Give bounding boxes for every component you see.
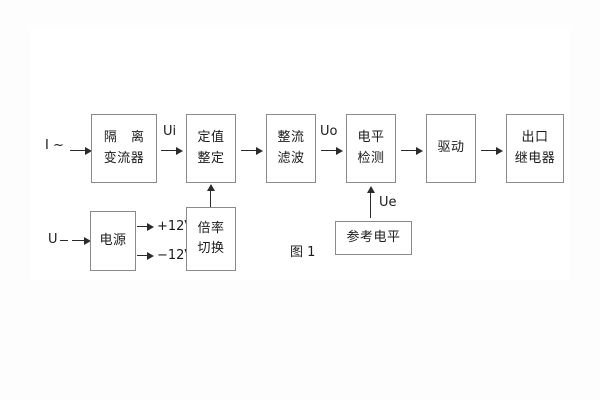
block-output-relay[interactable]: 出口 继电器	[506, 114, 564, 183]
arrow-level-to-driver-icon	[416, 147, 423, 155]
signal-label-rail-positive: +12V	[157, 219, 194, 234]
arrow-rail-negative-icon	[147, 252, 154, 260]
block-reference-level[interactable]: 参考电平	[335, 221, 412, 255]
block-driver[interactable]: 驱动	[426, 114, 476, 183]
connector-reference-to-level-line	[370, 192, 371, 218]
block-rectify-filter-line1: 整流	[277, 130, 305, 146]
block-ratio-switch-line2: 切换	[197, 241, 225, 256]
signal-label-rail-negative: −12V	[157, 248, 194, 263]
block-isolation-ct[interactable]: 隔 离 变流器	[91, 114, 157, 183]
block-level-detect-line2: 检测	[357, 150, 385, 166]
block-setting-adjust-line1: 定值	[197, 130, 225, 146]
connector-rail-positive-line	[137, 226, 149, 227]
arrow-voltage-to-power-icon	[84, 237, 91, 245]
block-level-detect-line1: 电平	[357, 130, 385, 146]
block-reference-level-line1: 参考电平	[346, 229, 401, 245]
connector-voltage-to-power-line	[72, 240, 86, 241]
connector-isolation-to-setting-line	[161, 150, 177, 151]
block-level-detect[interactable]: 电平 检测	[346, 114, 396, 183]
block-driver-line1: 驱动	[437, 140, 465, 156]
connector-setting-to-rectify-line	[241, 150, 257, 151]
arrow-driver-to-relay-icon	[496, 147, 503, 155]
connector-input-to-isolation-line	[70, 150, 86, 151]
connector-rectify-to-level-line	[321, 150, 337, 151]
connector-level-to-driver-line	[401, 150, 417, 151]
connector-voltage-dash	[60, 240, 68, 241]
block-setting-adjust[interactable]: 定值 整定	[186, 114, 236, 183]
arrow-rectify-to-level-icon	[336, 147, 343, 155]
signal-label-uo: Uo	[320, 124, 338, 139]
connector-ratio-to-setting-line	[210, 190, 211, 207]
block-ratio-switch-line1: 倍率	[197, 220, 225, 236]
block-isolation-ct-line2: 变流器	[103, 150, 145, 166]
block-output-relay-line1: 出口	[521, 130, 549, 146]
signal-label-current-input: I ~	[45, 138, 64, 153]
block-setting-adjust-line2: 整定	[197, 150, 225, 166]
arrow-rail-positive-icon	[147, 223, 154, 231]
signal-label-voltage-input: U	[48, 232, 58, 247]
block-isolation-ct-line1: 隔 离	[103, 130, 150, 146]
block-output-relay-line2: 继电器	[514, 150, 556, 166]
arrow-isolation-to-setting-icon	[176, 147, 183, 155]
arrow-reference-to-level-icon	[367, 186, 375, 193]
block-power-supply[interactable]: 电源	[90, 211, 136, 271]
connector-rail-negative-line	[137, 255, 149, 256]
arrow-input-to-isolation-icon	[85, 147, 92, 155]
arrow-ratio-to-setting-icon	[207, 184, 215, 191]
signal-label-ue: Ue	[379, 195, 397, 210]
block-power-supply-line1: 电源	[99, 232, 127, 248]
block-rectify-filter[interactable]: 整流 滤波	[266, 114, 316, 183]
block-rectify-filter-line2: 滤波	[277, 150, 305, 166]
arrow-setting-to-rectify-icon	[256, 147, 263, 155]
connector-driver-to-relay-line	[481, 150, 497, 151]
block-ratio-switch[interactable]: 倍率 切换	[186, 207, 236, 271]
figure-caption: 图 1	[290, 245, 316, 260]
signal-label-ui: Ui	[163, 124, 177, 139]
